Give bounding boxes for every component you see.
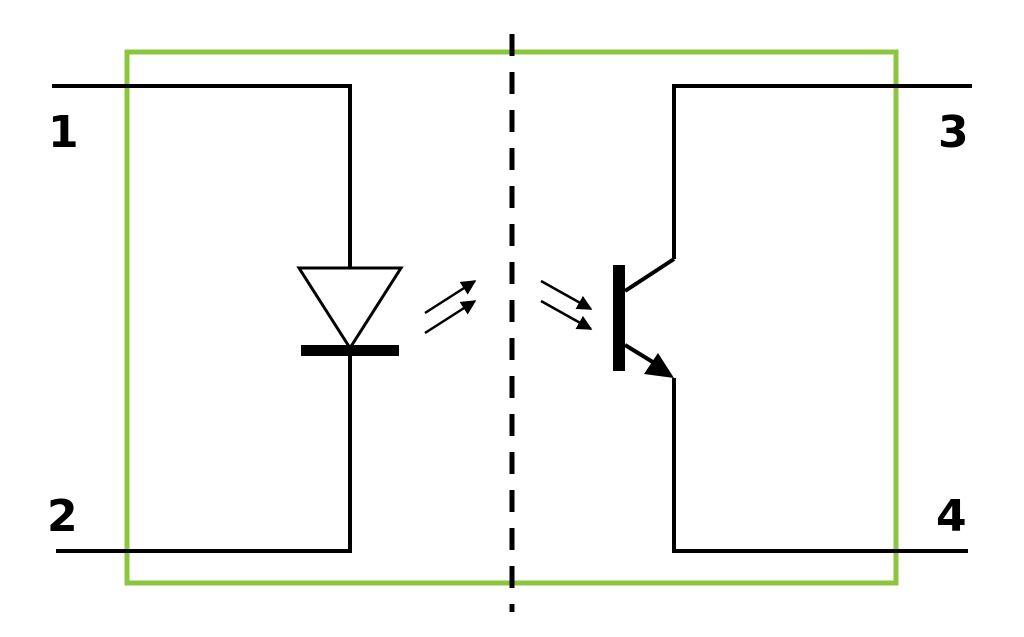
transistor-collector [623, 257, 676, 293]
emitted-light-arrow [424, 299, 477, 335]
emitted-light-arrows [424, 279, 477, 335]
received-light-arrows [540, 279, 593, 331]
pin-1-wire [52, 84, 352, 268]
pin-2-wire [56, 351, 352, 553]
emitted-light-arrow [424, 279, 477, 315]
pin-label-2: 2 [47, 491, 78, 542]
diode-cathode-bar [301, 345, 399, 356]
phototransistor-circuit [613, 84, 972, 553]
led-circuit [52, 84, 404, 553]
pin-label-4: 4 [936, 491, 967, 542]
pin-label-3: 3 [938, 107, 969, 158]
pin-3-wire [672, 84, 972, 259]
emitter-arrowhead [644, 353, 674, 378]
transistor-base-bar [613, 265, 625, 371]
received-light-arrow [540, 279, 593, 311]
diode-triangle [296, 266, 404, 351]
pin-4-wire [672, 378, 968, 553]
received-light-arrow [540, 299, 593, 331]
transistor-emitter [623, 343, 658, 366]
pin-label-1: 1 [48, 107, 79, 158]
